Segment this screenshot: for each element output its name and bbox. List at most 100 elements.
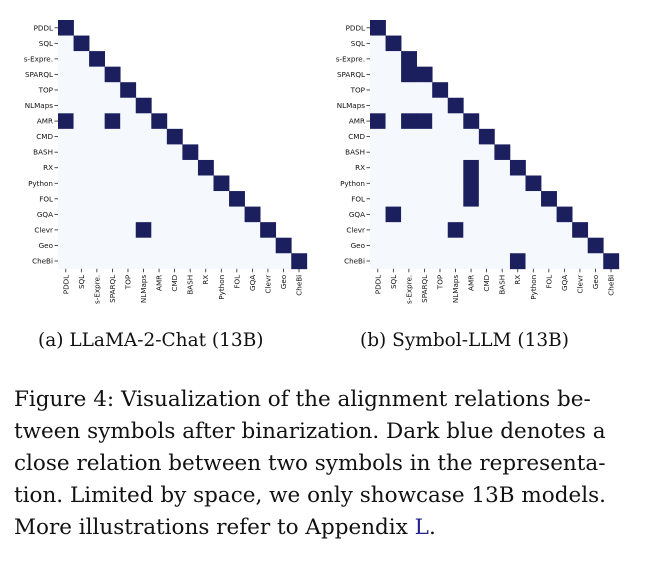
appendix-link[interactable]: L: [414, 515, 429, 540]
cell-empty: [494, 253, 511, 270]
cell-empty: [525, 237, 542, 254]
cell-empty: [447, 206, 464, 223]
cell-empty: [416, 97, 433, 114]
cell-empty: [120, 144, 137, 161]
y-tick-label: PDDL: [346, 23, 365, 32]
y-tick-label: SPARQL: [337, 70, 365, 79]
cell-empty: [478, 222, 495, 239]
cell-empty: [120, 206, 137, 223]
cell-aligned: [73, 35, 90, 52]
y-tick-label: GQA: [37, 210, 53, 219]
cell-empty: [401, 175, 417, 192]
cell-empty: [556, 237, 573, 254]
cell-empty: [58, 35, 74, 52]
y-tick-label: Geo: [39, 241, 53, 250]
cell-aligned: [401, 51, 417, 67]
cell-empty: [370, 51, 386, 67]
y-tick-label: CheBi: [344, 257, 365, 266]
cell-empty: [416, 191, 433, 207]
cell-empty: [447, 128, 464, 145]
cell-aligned: [556, 206, 573, 223]
cell-empty: [197, 191, 214, 207]
figure-caption: Figure 4: Visualization of the alignment…: [14, 384, 644, 544]
cell-empty: [58, 82, 74, 99]
cell-empty: [432, 253, 449, 270]
x-tick-label: SQL: [389, 275, 398, 289]
cell-empty: [260, 237, 277, 254]
y-tick-label: CMD: [36, 132, 53, 141]
cell-empty: [120, 175, 137, 192]
y-tick-label: Python: [28, 179, 53, 188]
y-tick-label: SQL: [39, 39, 53, 48]
cell-empty: [370, 237, 386, 254]
cell-empty: [89, 253, 105, 270]
cell-empty: [73, 51, 90, 67]
x-tick-label: GQA: [248, 275, 257, 291]
cell-empty: [525, 253, 542, 270]
cell-empty: [525, 222, 542, 239]
cell-empty: [89, 97, 105, 114]
cell-empty: [104, 128, 121, 145]
cell-empty: [135, 175, 152, 192]
cell-empty: [58, 66, 74, 83]
cell-empty: [73, 253, 90, 270]
cell-empty: [401, 144, 417, 161]
cell-empty: [432, 175, 449, 192]
cell-empty: [541, 206, 557, 223]
x-tick-label: Geo: [279, 275, 288, 289]
cell-empty: [416, 144, 433, 161]
cell-aligned: [166, 128, 183, 145]
cell-empty: [416, 253, 433, 270]
cell-empty: [104, 191, 121, 207]
cell-empty: [370, 253, 386, 270]
cell-empty: [432, 128, 449, 145]
cell-empty: [463, 144, 480, 161]
cell-aligned: [275, 237, 292, 254]
cell-aligned: [447, 222, 464, 239]
cell-empty: [478, 253, 495, 270]
cell-aligned: [447, 97, 464, 114]
cell-empty: [447, 113, 464, 130]
x-tick-label: PDDL: [61, 275, 70, 294]
cell-empty: [213, 206, 230, 223]
cell-aligned: [478, 128, 495, 145]
cell-empty: [385, 175, 402, 192]
cell-empty: [541, 253, 557, 270]
caption-line-5-text: More illustrations refer to Appendix: [14, 515, 415, 540]
cell-empty: [182, 237, 199, 254]
cell-empty: [73, 191, 90, 207]
cell-empty: [385, 222, 402, 239]
cell-empty: [104, 97, 121, 114]
cell-empty: [197, 222, 214, 239]
cell-empty: [73, 206, 90, 223]
cell-empty: [104, 253, 121, 270]
cell-empty: [494, 237, 511, 254]
cell-empty: [73, 159, 90, 176]
cell-empty: [370, 35, 386, 52]
cell-empty: [197, 206, 214, 223]
x-tick-label: Python: [529, 275, 538, 300]
cell-empty: [58, 51, 74, 67]
cell-empty: [135, 144, 152, 161]
cell-empty: [120, 113, 137, 130]
cell-empty: [104, 222, 121, 239]
cell-aligned: [603, 253, 620, 270]
cell-empty: [104, 159, 121, 176]
cell-empty: [73, 66, 90, 83]
cell-empty: [182, 191, 199, 207]
y-tick-label: s-Expre.: [336, 54, 365, 63]
y-tick-label: SPARQL: [25, 70, 53, 79]
cell-empty: [385, 113, 402, 130]
y-tick-label: Clevr: [346, 225, 365, 234]
cell-aligned: [572, 222, 589, 239]
cell-empty: [58, 144, 74, 161]
x-tick-label: CMD: [170, 274, 179, 291]
cell-empty: [120, 222, 137, 239]
cell-empty: [370, 206, 386, 223]
cell-empty: [166, 191, 183, 207]
cell-empty: [58, 222, 74, 239]
cell-empty: [151, 222, 168, 239]
cell-empty: [370, 159, 386, 176]
cell-empty: [135, 128, 152, 145]
cell-aligned: [58, 20, 74, 36]
